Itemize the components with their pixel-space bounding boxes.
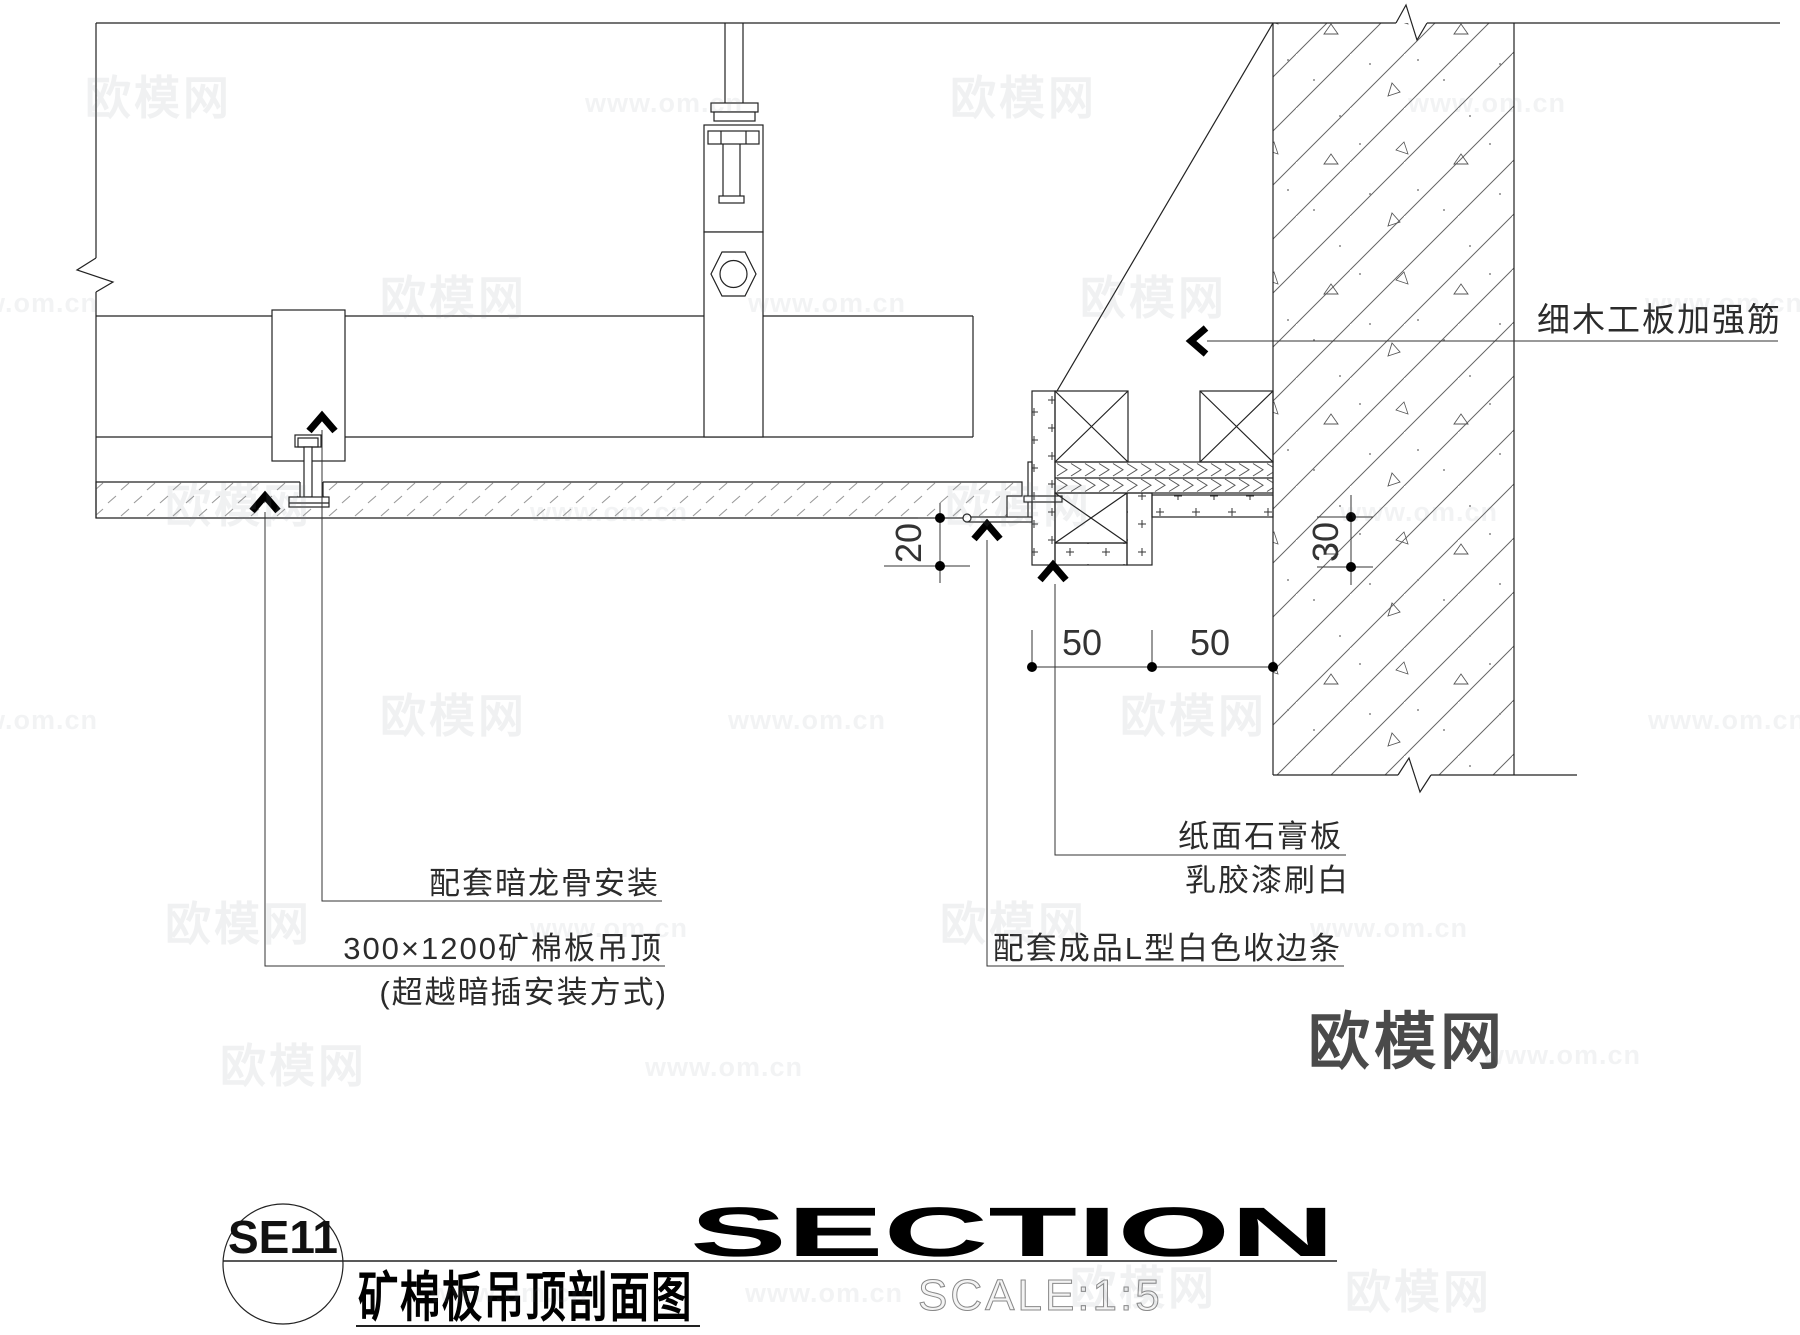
wood-block-3-x (1054, 492, 1128, 544)
hanger-bolt-end (718, 195, 745, 204)
board-joint-edges (299, 482, 324, 497)
title-block: SE11 SECTION 矿棉板吊顶剖面图 SCALE:1:5 (222, 1193, 1337, 1328)
leader-arrow-icon (1037, 559, 1069, 583)
callout-gypsum-note: 纸面石膏板 乳胶漆刷白 (1037, 559, 1350, 898)
hex-nut-bore (719, 259, 748, 289)
trim-horizontal-leg (967, 516, 1033, 523)
callout-grid-note: 配套暗龙骨安装 (306, 410, 662, 902)
gypsum-vertical-face (1031, 390, 1056, 566)
trim-note-text: 配套成品L型白色收边条 (993, 931, 1342, 966)
gypsum-wall-strip (1151, 494, 1274, 518)
concrete-wall-section (1272, 23, 1577, 794)
leader-arrow-icon (971, 518, 1003, 542)
dimension-wall-30: 30 (1305, 495, 1373, 585)
dim-text-30: 30 (1305, 522, 1346, 562)
detail-code: SE11 (228, 1211, 338, 1263)
break-symbol-bottom (1397, 756, 1432, 794)
t-bar-web (303, 446, 313, 498)
hex-nut (710, 251, 757, 297)
leader-arrow-icon (1185, 325, 1209, 357)
bracing-diagonal-line (1056, 22, 1274, 392)
hanger-assembly (703, 23, 764, 438)
dim-text-50b: 50 (1190, 622, 1230, 663)
gypsum-board-box (1031, 22, 1274, 566)
joist-note-text: 细木工板加强筋 (1537, 301, 1782, 338)
title-en: SECTION (690, 1193, 1335, 1271)
hanger-nut (707, 130, 760, 145)
dimension-step-20: 20 (884, 503, 970, 583)
leader-arrow-icon (249, 490, 281, 514)
hanger-washer-upper (710, 102, 759, 113)
main-runner-channel (96, 315, 974, 438)
gypsum-note-line1: 纸面石膏板 (1178, 819, 1343, 854)
detail-bubble (222, 1203, 344, 1325)
board-profile (95, 481, 1023, 519)
title-cn: 矿棉板吊顶剖面图 (358, 1268, 693, 1328)
hanger-washer-lower (713, 111, 756, 122)
dim-text-20: 20 (888, 523, 929, 563)
callout-joist-note: 细木工板加强筋 (1185, 301, 1782, 357)
trim-hook (962, 513, 972, 523)
concealed-t-grid (288, 434, 330, 508)
hanger-rod (724, 23, 744, 104)
structure-boundary (75, 3, 1780, 518)
gypsum-note-line2: 乳胶漆刷白 (1185, 863, 1350, 898)
callout-panel-note: 300×1200矿棉板吊顶 (超越暗插安装方式) (249, 490, 668, 1010)
break-symbol-top (1395, 3, 1428, 42)
watermark-brand-large: 欧模网 (1308, 1008, 1506, 1077)
t-bar-bulb (294, 434, 322, 448)
gypsum-step-face (1126, 492, 1153, 566)
dim-text-50a: 50 (1062, 622, 1102, 663)
wood-block-2-x (1199, 390, 1274, 463)
wood-block-1-x (1054, 390, 1129, 463)
dimension-50-50: 50 50 (1027, 622, 1278, 672)
main-runner-outline (96, 315, 974, 438)
panel-note-line2: (超越暗插安装方式) (379, 975, 668, 1010)
grid-note-text: 配套暗龙骨安装 (429, 866, 660, 901)
hanger-nut-facets (720, 131, 747, 144)
panel-note-line1: 300×1200矿棉板吊顶 (343, 931, 663, 966)
hanger-inner-bolt (722, 144, 741, 196)
mineral-wool-board (95, 481, 1023, 519)
gypsum-bottom-strip (1054, 542, 1128, 566)
leader-arrow-icon (306, 410, 338, 434)
t-bar-flange (288, 496, 330, 508)
scale-text: SCALE:1:5 (918, 1271, 1163, 1320)
break-symbol-left (75, 257, 115, 293)
callout-trim-note: 配套成品L型白色收边条 (971, 518, 1344, 967)
